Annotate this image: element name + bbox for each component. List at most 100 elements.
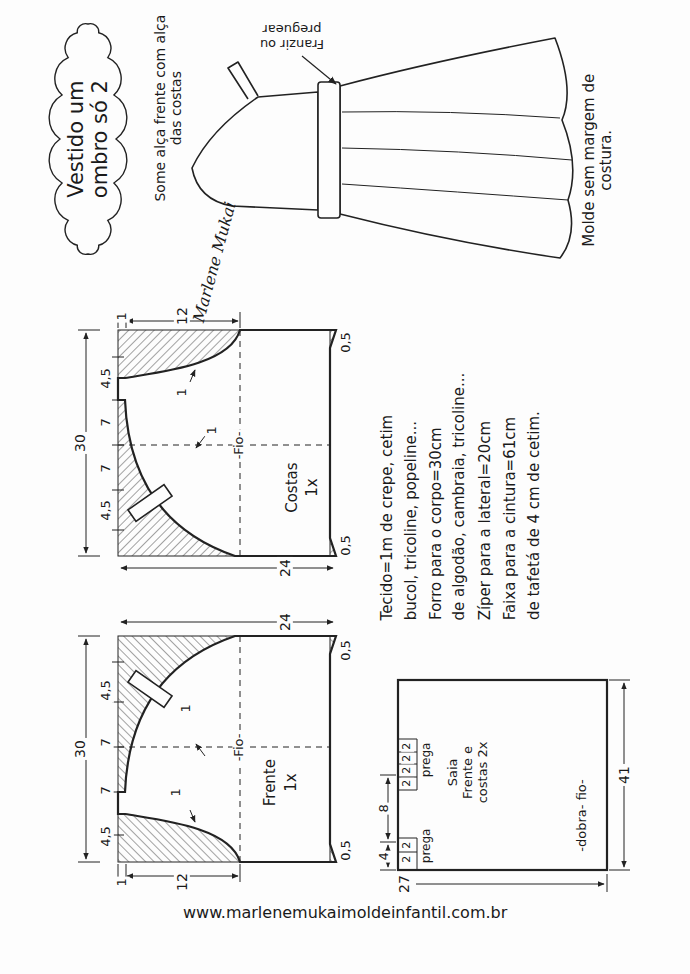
piece-name: Costas bbox=[284, 460, 301, 514]
dimension-label: 1 bbox=[169, 786, 184, 798]
pleat-label: prega bbox=[420, 827, 434, 866]
extension-line bbox=[380, 842, 396, 843]
dimension-label: 4,5 bbox=[98, 678, 113, 703]
tick bbox=[112, 357, 124, 358]
extension-line bbox=[380, 775, 396, 776]
annotation-note: Franzir ou preguear bbox=[247, 21, 337, 51]
front-bodice-piece bbox=[112, 636, 336, 862]
piece-name: Saia Frente e costas 2x bbox=[446, 738, 491, 806]
dimension-label: 7 bbox=[99, 736, 114, 748]
annotation-note: Some alça frente com alça das costas bbox=[152, 11, 184, 205]
dimension-label: 1 bbox=[205, 424, 220, 436]
material-note: Faixa para a cintura=61cm bbox=[502, 415, 519, 622]
pointer-arrow bbox=[302, 56, 336, 84]
dimension-label: 24 bbox=[277, 611, 293, 633]
dimension-label: 7 bbox=[99, 416, 114, 428]
dimension-label: 8 bbox=[377, 802, 392, 814]
dimension-label: 4,5 bbox=[98, 824, 113, 849]
dimension-label: 2 bbox=[401, 839, 414, 850]
grain-label: -Fio- bbox=[232, 429, 247, 461]
back-bodice-piece bbox=[112, 330, 336, 556]
annotation-note: Molde sem margem de costura. bbox=[581, 63, 616, 257]
dimension-label: 1 bbox=[115, 876, 130, 888]
dimension-label: 30 bbox=[72, 738, 88, 760]
dimension-label: 0,5 bbox=[338, 533, 353, 558]
dimension-label: 0,5 bbox=[338, 838, 353, 863]
gather-line bbox=[342, 148, 572, 160]
piece-frame bbox=[118, 330, 330, 556]
dimension-label: 1 bbox=[179, 702, 194, 714]
signature: Marlene Mukai bbox=[190, 198, 241, 326]
dimension-label: 1 bbox=[115, 310, 130, 322]
piece-outline bbox=[398, 680, 607, 870]
tick bbox=[112, 400, 124, 401]
title-cloud: Vestido um ombro só 2 bbox=[46, 10, 130, 268]
dress-illustration bbox=[192, 38, 573, 258]
dimension-line bbox=[121, 568, 333, 569]
extension-line bbox=[609, 870, 630, 871]
material-note: de tafetá de 4 cm de cetim. bbox=[525, 409, 542, 622]
dimension-label: 2 bbox=[401, 853, 414, 864]
cut-away-hatch bbox=[118, 330, 240, 378]
pleat-mark bbox=[417, 838, 418, 870]
extension-line bbox=[380, 870, 396, 871]
dimension-label: 0,5 bbox=[338, 638, 353, 663]
strap-drawing bbox=[228, 62, 258, 99]
piece-outline bbox=[118, 330, 336, 556]
grain-label: -Fio- bbox=[232, 731, 247, 763]
extension-line bbox=[78, 636, 100, 637]
dimension-label: 2 bbox=[401, 764, 414, 775]
fold-label: -dobra- fio- bbox=[575, 777, 590, 853]
cut-count: 1x bbox=[283, 771, 300, 793]
dimension-label: 24 bbox=[277, 557, 293, 579]
strap-mark bbox=[128, 485, 172, 522]
bodice-drawing bbox=[192, 92, 318, 210]
dimension-label: 27 bbox=[396, 873, 412, 895]
extension-line bbox=[240, 864, 241, 882]
material-note: de algodão, cambraia, tricoline... bbox=[451, 370, 468, 622]
dimension-label: 12 bbox=[174, 871, 190, 893]
pleat-label: prega bbox=[420, 741, 434, 780]
dimension-label: 2 bbox=[401, 740, 414, 751]
dimension-line bbox=[121, 622, 333, 623]
cut-away-hatch bbox=[118, 400, 235, 556]
dimension-label: 0,5 bbox=[338, 330, 353, 355]
dimension-label: 1 bbox=[175, 386, 190, 398]
piece-name: Frente bbox=[261, 757, 278, 808]
skirt-piece bbox=[398, 680, 607, 870]
gather-line bbox=[342, 184, 568, 200]
dimension-line bbox=[416, 884, 604, 885]
extension-line bbox=[78, 330, 100, 331]
tick bbox=[112, 490, 124, 491]
pleat-mark bbox=[398, 739, 417, 740]
cut-count: 1x bbox=[304, 476, 321, 498]
material-note: Forro para o corpo=30cm bbox=[427, 425, 444, 622]
dimension-lines bbox=[78, 312, 630, 892]
title-text: Vestido um ombro só 2 bbox=[64, 62, 112, 216]
small-arrow bbox=[196, 436, 205, 448]
pattern-piece: Frente 1x -Fio- bbox=[118, 636, 336, 862]
pleat-mark bbox=[398, 790, 417, 791]
dimension-label: 30 bbox=[72, 432, 88, 454]
dimension-label: 7 bbox=[99, 462, 114, 474]
extension-line bbox=[609, 680, 630, 681]
extension-line bbox=[240, 312, 241, 328]
skirt-drawing bbox=[340, 38, 573, 258]
website-footer: www.marlenemukaimoldeinfantil.com.br bbox=[181, 904, 509, 922]
pleat-mark bbox=[398, 838, 417, 839]
pattern-piece: Saia Frente e costas 2x -dobra- fio-prega… bbox=[398, 680, 607, 870]
dimension-label: 4 bbox=[377, 850, 392, 862]
tick bbox=[112, 445, 124, 446]
extension-line bbox=[607, 874, 608, 892]
pattern-piece: Costas1x -Fio- bbox=[118, 330, 336, 556]
dimension-label: 2 bbox=[401, 752, 414, 763]
small-arrow bbox=[190, 370, 195, 382]
waist-band-drawing bbox=[318, 82, 340, 218]
extension-line bbox=[78, 862, 100, 863]
dimension-label: 12 bbox=[174, 305, 190, 327]
material-note: Zíper para a lateral=20cm bbox=[477, 419, 494, 622]
material-note: bucol, tricoline, popeline... bbox=[402, 419, 419, 622]
pleat-mark bbox=[398, 852, 417, 853]
dimension-label: 4,5 bbox=[98, 366, 113, 391]
